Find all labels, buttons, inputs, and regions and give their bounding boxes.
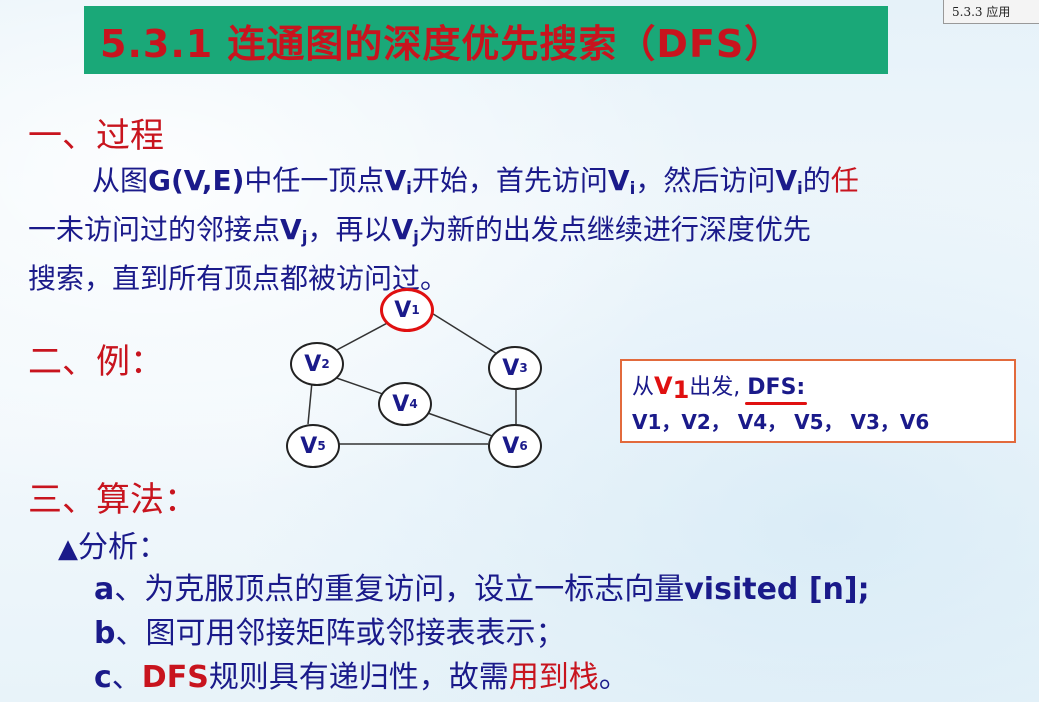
dfs-result-header: 从V1出发, DFS: <box>632 372 806 404</box>
list-item: c、DFS规则具有递归性，故需用到栈。 <box>94 660 629 695</box>
paragraph-line-2: 一未访问过的邻接点Vj，再以Vj为新的出发点继续进行深度优先 <box>28 213 811 247</box>
list-item: a、为克服顶点的重复访问，设立一标志向量visited [n]; <box>94 572 870 607</box>
section-heading-process: 一、过程 <box>28 116 164 156</box>
corner-tab[interactable]: 5.3.3 应用 <box>943 0 1039 24</box>
edge-v4-v6 <box>424 411 496 438</box>
page-title: 5.3.1 连通图的深度优先搜索（DFS） <box>100 21 784 66</box>
title-banner: 5.3.1 连通图的深度优先搜索（DFS） <box>84 6 888 74</box>
paragraph-line-3: 搜索，直到所有顶点都被访问过。 <box>28 262 449 295</box>
section-heading-example: 二、例： <box>28 342 164 382</box>
dfs-result-box: 从V1出发, DFS: V1，V2， V4， V5， V3，V6 <box>620 359 1016 443</box>
analysis-list: a、为克服顶点的重复访问，设立一标志向量visited [n]; b、图可用邻接… <box>94 568 870 700</box>
process-paragraph: 从图G(V,E)中任一顶点Vi开始，首先访问Vi，然后访问Vi的任 一未访问过的… <box>28 160 1018 300</box>
paragraph-line-1: 从图G(V,E)中任一顶点Vi开始，首先访问Vi，然后访问Vi的任 <box>92 164 859 198</box>
section-heading-algorithm: 三、算法： <box>28 480 198 520</box>
edge-v2-v5 <box>307 381 313 425</box>
analysis-label: ▲分析： <box>58 530 168 565</box>
triangle-bullet-icon: ▲ <box>58 534 78 564</box>
dfs-sequence: V1，V2， V4， V5， V3，V6 <box>632 410 930 434</box>
dfs-label: DFS: <box>747 375 806 400</box>
list-item: b、图可用邻接矩阵或邻接表表示； <box>94 616 566 651</box>
